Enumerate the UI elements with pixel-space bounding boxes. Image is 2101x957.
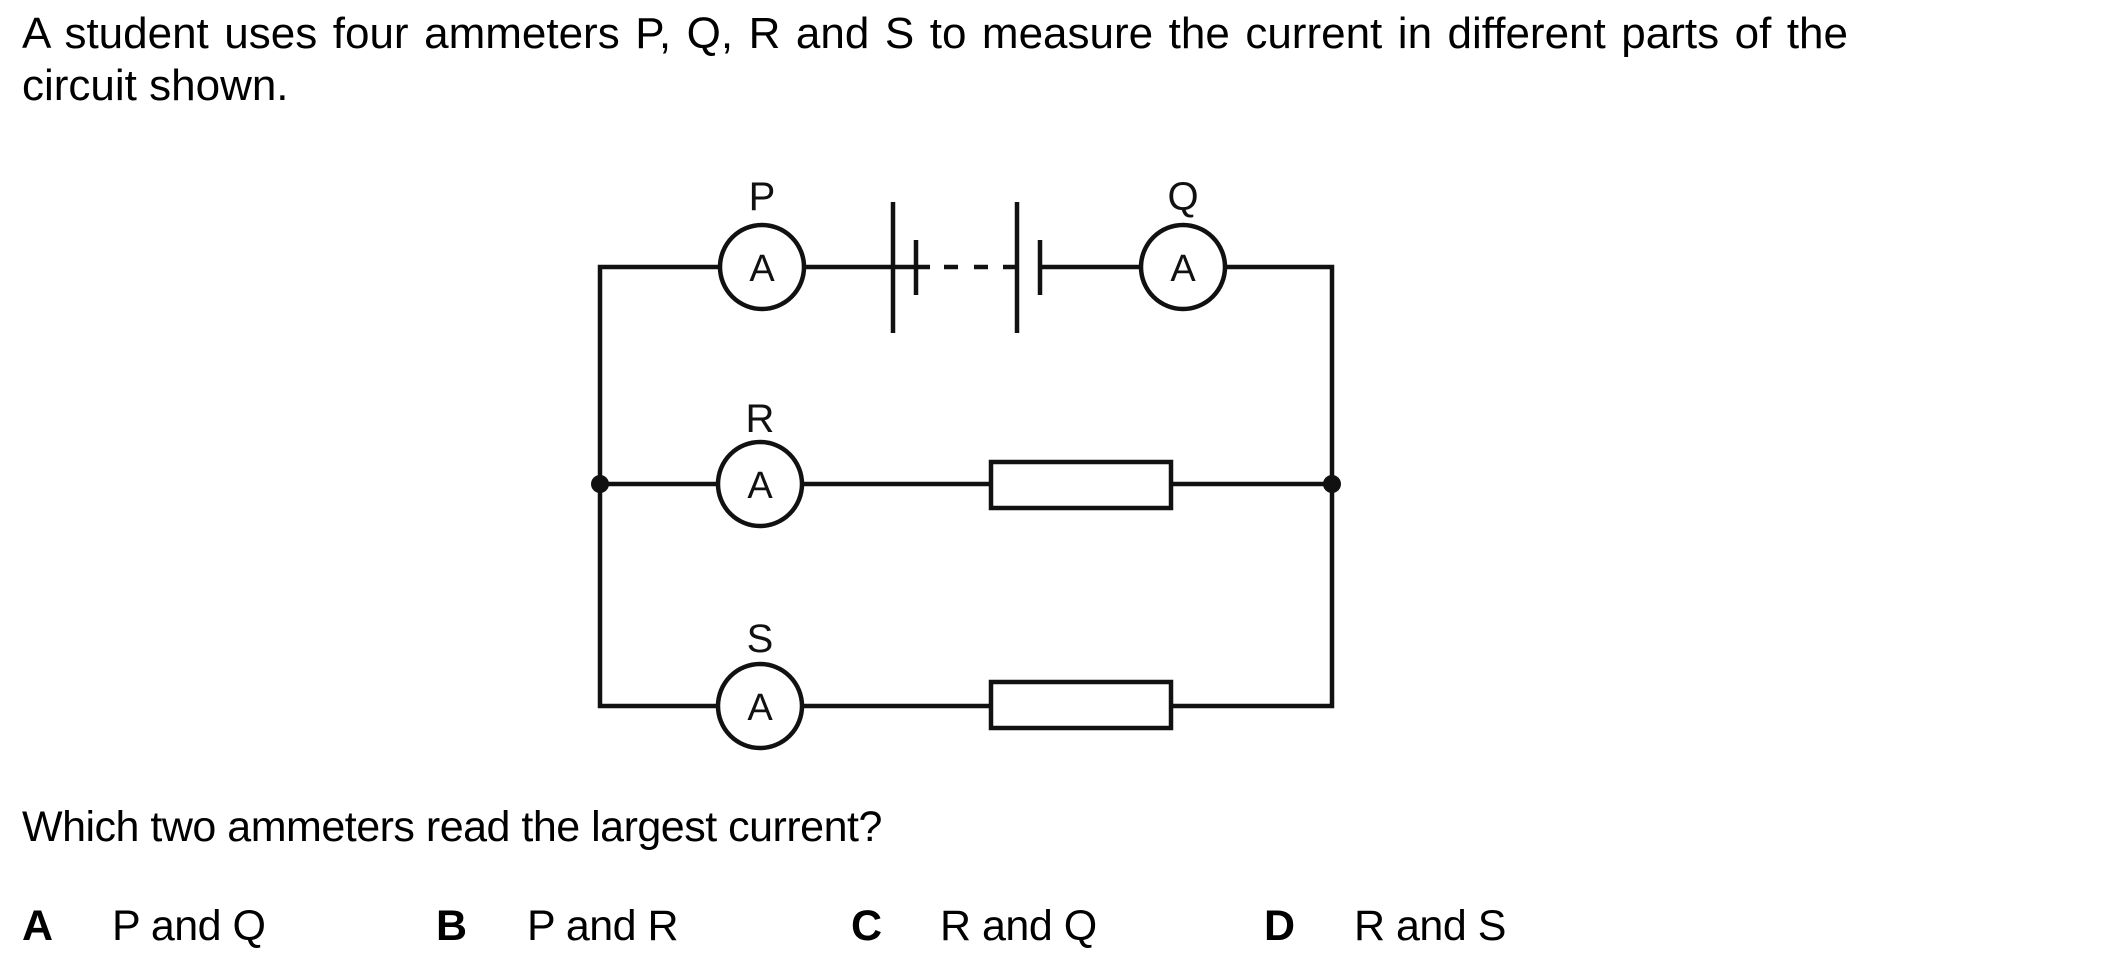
option-a-letter: A <box>22 902 54 950</box>
ammeter-q-symbol: A <box>1170 248 1196 290</box>
ammeter-r-symbol: A <box>747 465 773 507</box>
ammeter-r-label: R <box>746 397 775 441</box>
intro-line-1: A student uses four ammeters P, Q, R and… <box>22 9 1848 58</box>
option-c-letter: C <box>851 902 883 950</box>
ammeter-r-circle <box>715 439 805 529</box>
ammeter-p-symbol: A <box>749 248 775 290</box>
junction-left <box>591 475 609 493</box>
ammeter-s: S A <box>715 617 805 751</box>
option-b-letter: B <box>436 902 468 950</box>
ammeter-r: R A <box>715 397 805 529</box>
ammeter-p-label: P <box>749 175 776 219</box>
resistor-middle <box>988 459 1174 511</box>
intro-line-2: circuit shown. <box>22 61 289 110</box>
ammeter-s-symbol: A <box>747 687 773 729</box>
option-d-letter: D <box>1264 902 1296 950</box>
ammeter-p-circle <box>717 222 807 312</box>
wire-bottom-left <box>597 484 718 709</box>
wire-bottom-right <box>1171 484 1335 709</box>
wires <box>597 264 1335 709</box>
question-text: Which two ammeters read the largest curr… <box>22 803 882 851</box>
circuit-diagram: P A Q A R A S A <box>591 175 1341 751</box>
ammeter-s-label: S <box>747 617 774 661</box>
ammeter-s-circle <box>715 661 805 751</box>
option-b-text: P and R <box>527 902 679 950</box>
ammeter-q-circle <box>1138 222 1228 312</box>
junction-right <box>1323 475 1341 493</box>
ammeter-p: P A <box>717 175 807 312</box>
battery <box>890 202 1043 333</box>
option-a-text: P and Q <box>112 902 266 950</box>
resistor-bottom <box>988 679 1174 731</box>
ammeter-q-label: Q <box>1167 175 1198 219</box>
option-c-text: R and Q <box>940 902 1097 950</box>
ammeter-q: Q A <box>1138 175 1228 312</box>
wire-top-left <box>597 264 720 484</box>
question-intro: A student uses four ammeters P, Q, R and… <box>22 8 1848 112</box>
option-d-text: R and S <box>1354 902 1506 950</box>
wire-top-right <box>1225 264 1335 484</box>
